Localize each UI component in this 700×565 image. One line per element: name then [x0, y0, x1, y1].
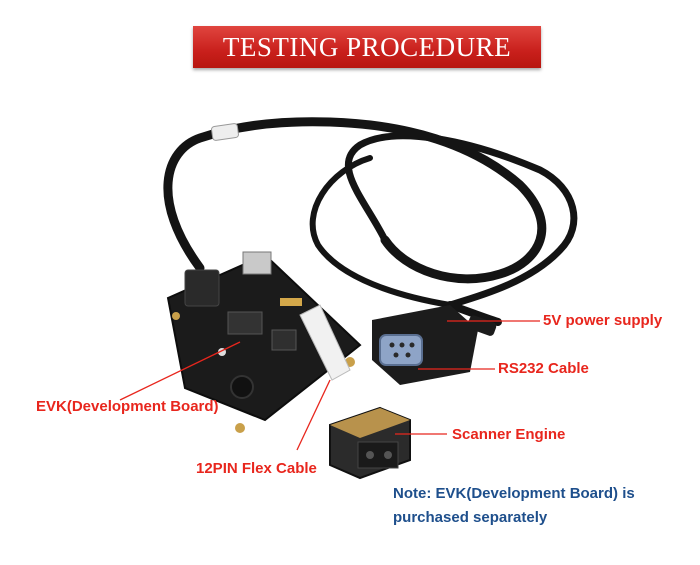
purchase-note-line-2: purchased separately: [393, 509, 548, 526]
label-flex-cable: 12PIN Flex Cable: [196, 460, 317, 477]
flex-cable: [299, 304, 351, 381]
purchase-note-line-1: Note: EVK(Development Board) is: [393, 485, 635, 502]
page-title: TESTING PROCEDURE: [193, 26, 541, 68]
label-rs232-cable: RS232 Cable: [498, 360, 589, 377]
purchase-note: Note: EVK(Development Board) is purchase…: [393, 482, 683, 530]
label-evk-board: EVK(Development Board): [36, 398, 219, 415]
development-board: [166, 251, 362, 433]
label-scanner-engine: Scanner Engine: [452, 426, 566, 443]
label-power-supply: 5V power supply: [543, 312, 663, 329]
black-cable: [163, 117, 578, 326]
cable-band: [211, 123, 239, 141]
callout-lines: [119, 320, 540, 451]
scanner-engine-module: [329, 406, 411, 480]
